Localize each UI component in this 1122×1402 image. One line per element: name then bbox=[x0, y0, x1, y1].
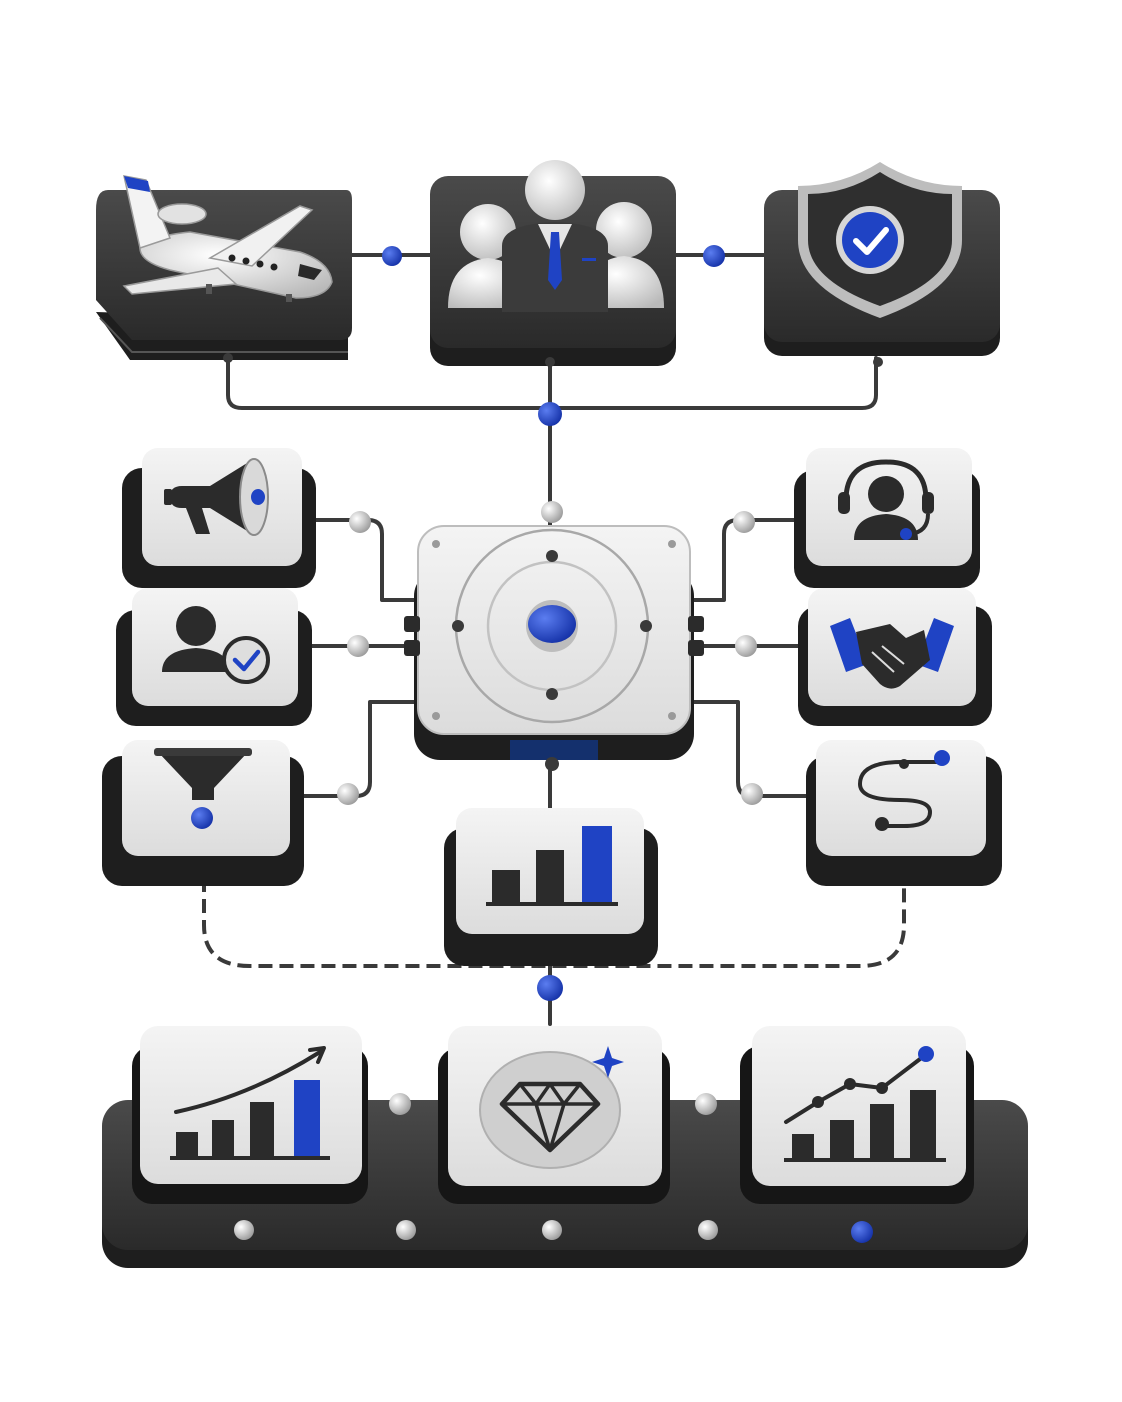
headset-agent-icon bbox=[838, 459, 934, 540]
analytics-tile[interactable] bbox=[444, 808, 658, 966]
jet-icon bbox=[122, 175, 333, 302]
marketing-tile[interactable] bbox=[122, 448, 316, 588]
bar-chart-icon bbox=[486, 826, 618, 906]
growth-tile[interactable] bbox=[132, 1026, 368, 1204]
premium-value-tile[interactable] bbox=[438, 1026, 670, 1204]
line-bar-chart-icon bbox=[784, 1046, 946, 1162]
security-shield-tile[interactable] bbox=[764, 162, 1000, 356]
verified-user-tile[interactable] bbox=[116, 588, 312, 726]
funnel-tile[interactable] bbox=[102, 740, 304, 886]
diamond-icon bbox=[479, 1046, 624, 1169]
handshake-icon bbox=[830, 618, 954, 689]
user-check-icon bbox=[162, 606, 270, 684]
shield-check-icon bbox=[798, 162, 962, 318]
executive-team-tile[interactable] bbox=[430, 160, 676, 366]
central-hub[interactable] bbox=[404, 525, 704, 760]
journey-path-icon bbox=[857, 750, 950, 831]
funnel-icon bbox=[154, 748, 252, 829]
executive-team-icon bbox=[448, 160, 664, 312]
partnership-tile[interactable] bbox=[798, 588, 992, 726]
performance-tile[interactable] bbox=[740, 1026, 974, 1204]
support-tile[interactable] bbox=[794, 448, 980, 588]
journey-tile[interactable] bbox=[806, 740, 1002, 886]
connector-nodes bbox=[223, 245, 883, 1243]
target-hub-icon bbox=[452, 528, 652, 724]
private-jet-tile[interactable] bbox=[96, 175, 352, 360]
growth-chart-icon bbox=[170, 1046, 330, 1160]
megaphone-icon bbox=[164, 458, 269, 536]
